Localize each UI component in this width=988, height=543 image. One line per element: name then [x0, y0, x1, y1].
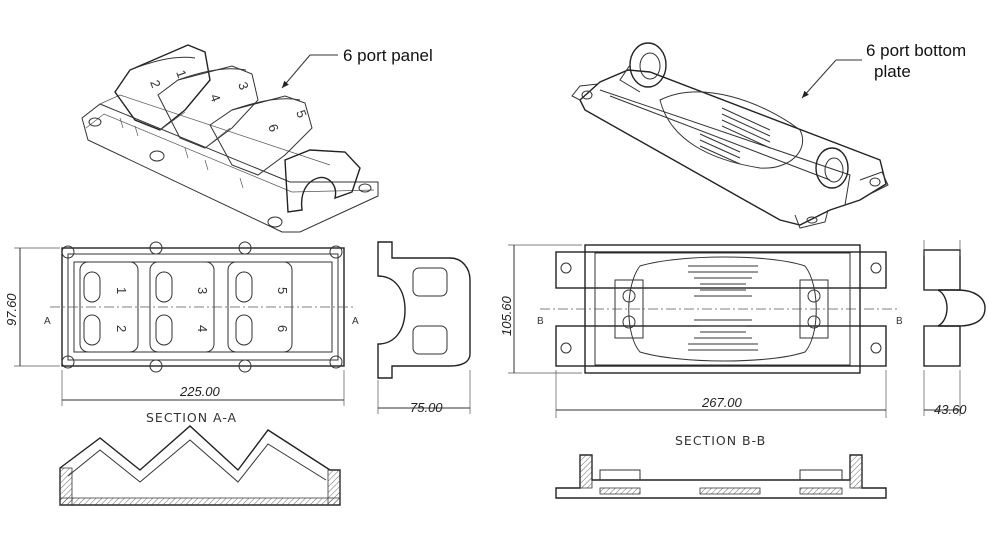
panel-height-dim: 97.60 [4, 293, 19, 326]
plate-top-view: B B 267.00 105.60 [499, 244, 903, 418]
panel-side-depth-dim: 75.00 [410, 400, 443, 415]
iso-port-6: 6 [265, 122, 282, 134]
plate-side-depth-dim: 43.60 [934, 402, 967, 417]
plate-section-title: SECTION B-B [675, 433, 766, 448]
iso-port-1: 1 [173, 68, 190, 80]
plate-side-view: 43.60 [923, 240, 986, 417]
panel-callout-label: 6 port panel [343, 46, 433, 65]
plate-width-dim: 267.00 [701, 395, 743, 410]
iso-port-5: 5 [293, 108, 310, 120]
panel-section-view: SECTION A-A [59, 410, 341, 506]
panel-width-dim: 225.00 [179, 384, 221, 399]
panel-isometric-view: 1 2 3 4 5 6 [81, 44, 379, 233]
plate-section-view: SECTION B-B [555, 433, 887, 499]
plate-height-dim: 105.60 [499, 295, 514, 336]
top-port-5: 5 [275, 287, 290, 294]
iso-port-4: 4 [207, 92, 224, 104]
plate-section-marker-right: B [896, 316, 903, 327]
top-port-2: 2 [114, 325, 129, 332]
panel-side-view: 75.00 [377, 241, 471, 415]
top-port-6: 6 [275, 325, 290, 332]
panel-section-title: SECTION A-A [146, 410, 237, 425]
plate-callout-line2: plate [874, 62, 911, 81]
panel-section-marker-right: A [352, 316, 359, 327]
panel-section-marker-left: A [44, 316, 51, 327]
top-port-1: 1 [114, 287, 129, 294]
top-port-4: 4 [195, 325, 210, 332]
plate-callout: 6 port bottom plate [801, 41, 966, 99]
iso-port-2: 2 [147, 78, 164, 90]
top-port-3: 3 [195, 287, 210, 294]
iso-port-3: 3 [235, 80, 252, 92]
panel-top-view: A A 1 2 3 4 5 6 225.00 97.60 [4, 241, 359, 406]
plate-section-marker-left: B [537, 316, 544, 327]
plate-isometric-view [571, 42, 889, 229]
plate-callout-line1: 6 port bottom [866, 41, 966, 60]
panel-callout: 6 port panel [281, 46, 433, 89]
